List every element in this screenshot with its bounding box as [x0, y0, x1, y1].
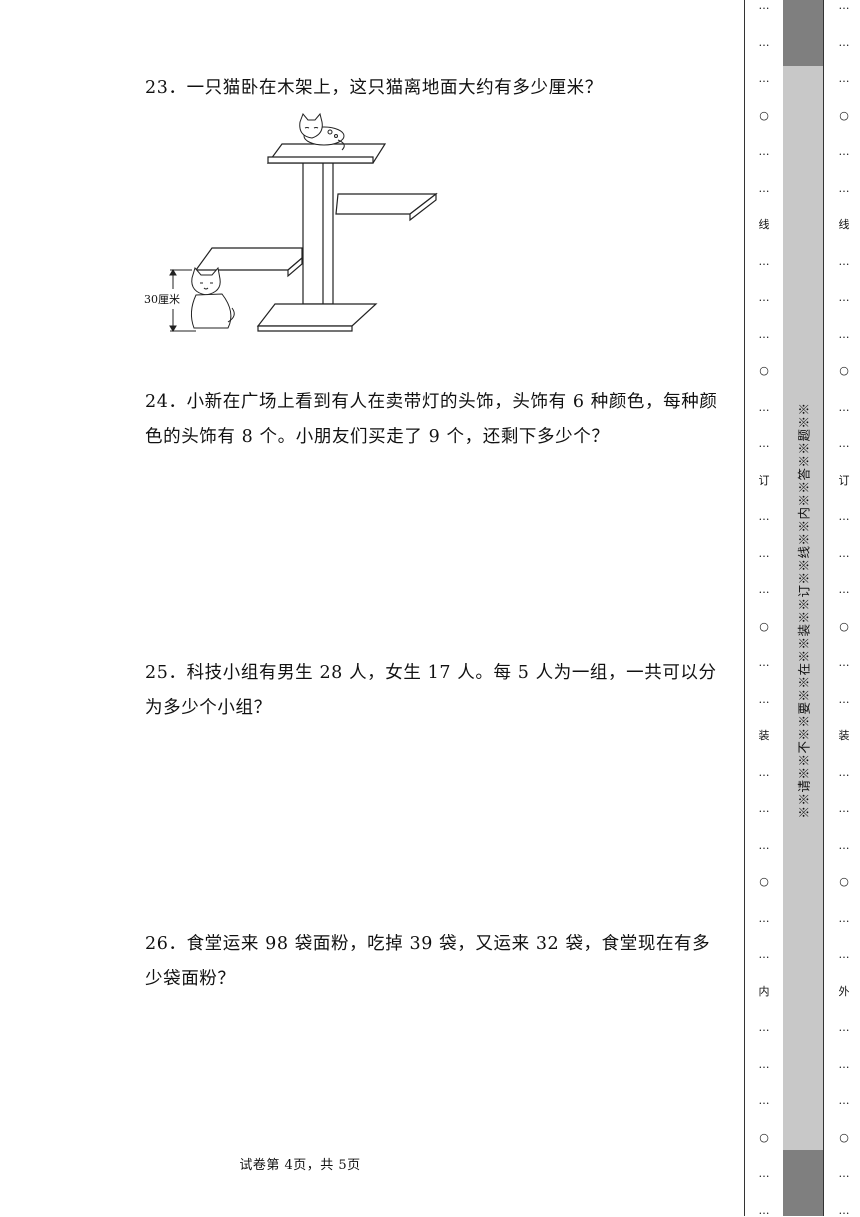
question-number: 26．: [145, 934, 187, 954]
sitting-cat-icon: [190, 266, 235, 329]
page-footer: 试卷第 4页，共 5页: [239, 1158, 361, 1173]
shelf-base-board: [256, 303, 378, 327]
question-text: 一只猫卧在木架上，这只猫离地面大约有多少厘米？: [186, 78, 603, 98]
outer-binding-line: ………○…… 线 ………○…… 订 ………○…… 装 ………○…… 外 ………○…: [838, 0, 850, 1217]
cat-shelf-figure: 30厘米: [144, 112, 438, 332]
gray-margin-panel: [783, 0, 823, 1216]
binding-char-zhuang: 装: [758, 729, 770, 742]
binding-char-side: 内: [758, 984, 770, 998]
margin-border-right: [823, 0, 824, 1216]
dark-margin-block-top: [783, 0, 823, 66]
question-number: 25．: [145, 663, 187, 683]
question-24: 24．小新在广场上看到有人在卖带灯的头饰，头饰有 6 种颜色，每种颜色的头饰有 …: [145, 385, 723, 455]
question-25: 25．科技小组有男生 28 人，女生 17 人。每 5 人为一组，一共可以分为多…: [145, 656, 723, 726]
binding-char-line: 线: [758, 218, 770, 231]
height-label: 30厘米: [144, 293, 180, 306]
shelf-post: [302, 157, 334, 305]
question-number: 23．: [145, 78, 187, 98]
binding-char-side: 外: [838, 984, 850, 998]
question-23: 23．一只猫卧在木架上，这只猫离地面大约有多少厘米？: [145, 71, 723, 106]
height-marker: [169, 269, 196, 332]
warning-text: ※※请※※不※※要※※在※※装※※订※※线※※内※※答※※题※※: [796, 401, 812, 819]
question-text: 小新在广场上看到有人在卖带灯的头饰，头饰有 6 种颜色，每种颜色的头饰有 8 个…: [145, 392, 718, 447]
margin-border-left: [744, 0, 745, 1216]
binding-char-zhuang: 装: [838, 729, 850, 742]
dark-margin-block-bottom: [783, 1150, 823, 1216]
question-text: 食堂运来 98 袋面粉，吃掉 39 袋，又运来 32 袋，食堂现在有多少袋面粉？: [145, 934, 711, 989]
binding-char-ding: 订: [758, 473, 770, 487]
question-text: 科技小组有男生 28 人，女生 17 人。每 5 人为一组，一共可以分为多少个小…: [145, 663, 717, 718]
binding-char-ding: 订: [838, 473, 850, 487]
question-26: 26．食堂运来 98 袋面粉，吃掉 39 袋，又运来 32 袋，食堂现在有多少袋…: [145, 927, 723, 997]
shelf-left-board: [194, 247, 303, 271]
inner-binding-line: ………○…… 线 ………○…… 订 ………○…… 装 ………○…… 内 ………○…: [758, 0, 770, 1217]
question-number: 24．: [145, 392, 187, 412]
sleeping-cat-icon: [299, 112, 345, 151]
binding-char-line: 线: [838, 218, 850, 231]
